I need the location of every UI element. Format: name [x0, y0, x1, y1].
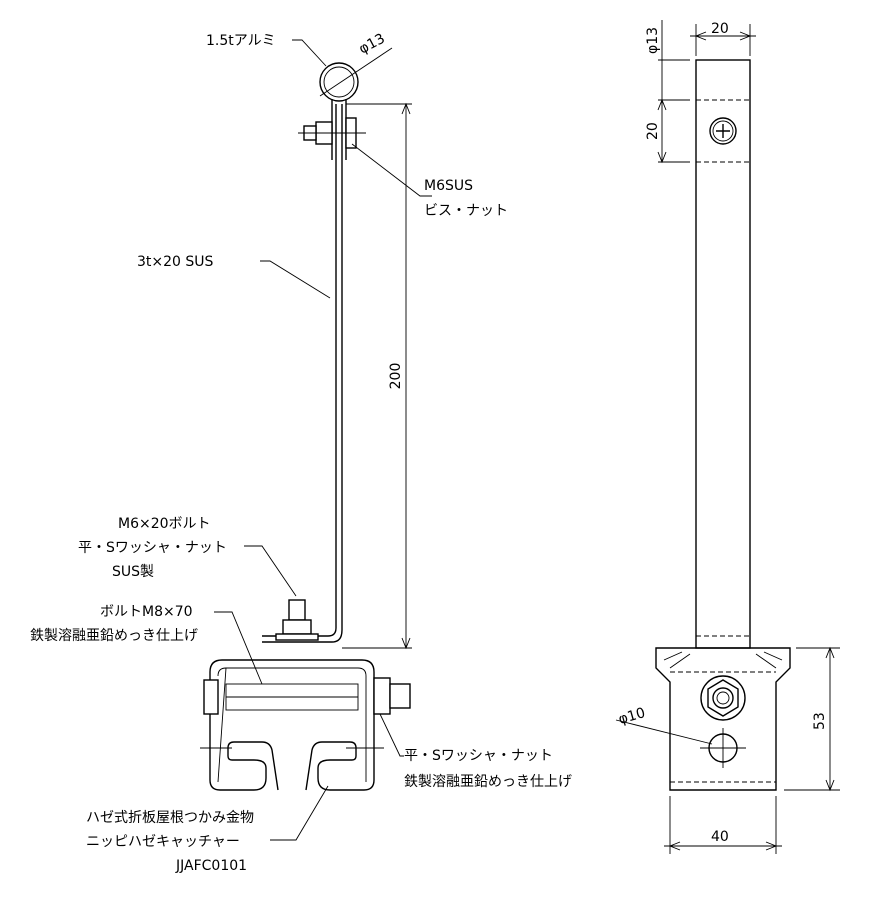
label-bolt-m8-2: 鉄製溶融亜鉛めっき仕上げ [30, 628, 198, 644]
side-base [655, 647, 791, 791]
ring-tail [331, 99, 347, 160]
side-nut [707, 679, 739, 717]
m8-head-left [203, 679, 219, 715]
clamp-inner [217, 667, 367, 783]
clamp-body [209, 659, 375, 791]
label-product-1: ハゼ式折板屋根つかみ金物 [86, 810, 254, 826]
front-view: 200 1.5tアルミ φ13 M6SUS ビス・ナット 3t×20 SUS M… [30, 31, 572, 874]
m6-20-bolt-shaft [288, 599, 306, 621]
label-aluminum: 1.5tアルミ [206, 33, 276, 49]
label-bolt-m6-1: M6×20ボルト [118, 516, 211, 532]
dim-200-label: 200 [388, 363, 404, 390]
side-strap [695, 59, 751, 649]
label-m6sus-sub: ビス・ナット [424, 203, 508, 219]
label-washer-1: 平・Sワッシャ・ナット [404, 748, 553, 764]
m6-20-washer [275, 633, 319, 641]
m6-20-nut [282, 619, 312, 635]
label-strap: 3t×20 SUS [137, 254, 214, 270]
label-washer-2: 鉄製溶融亜鉛めっき仕上げ [404, 774, 572, 790]
aluminum-ring [319, 62, 359, 102]
side-phi10: φ10 [617, 705, 647, 728]
strap [262, 104, 343, 643]
label-m6sus: M6SUS [424, 178, 473, 194]
side-dim-40: 40 [711, 829, 729, 845]
label-bolt-m8-1: ボルトM8×70 [100, 604, 193, 620]
label-bolt-m6-3: SUS製 [112, 564, 154, 580]
label-bolt-m6-2: 平・Sワッシャ・ナット [78, 540, 227, 556]
side-view: 20 φ13 20 φ10 53 40 [615, 20, 840, 854]
side-dim-20-left: 20 [645, 122, 661, 140]
m8-nut-right [373, 677, 391, 715]
label-product-2: ニッピハゼキャッチャー [86, 834, 240, 850]
side-screw [709, 117, 737, 145]
m8-bolt-end [389, 683, 411, 709]
side-dim-53: 53 [812, 712, 828, 730]
side-dim-20-top: 20 [711, 21, 729, 37]
aluminum-ring-inner [323, 66, 355, 98]
label-product-code: JJAFC0101 [175, 858, 247, 874]
side-phi13: φ13 [645, 27, 661, 54]
